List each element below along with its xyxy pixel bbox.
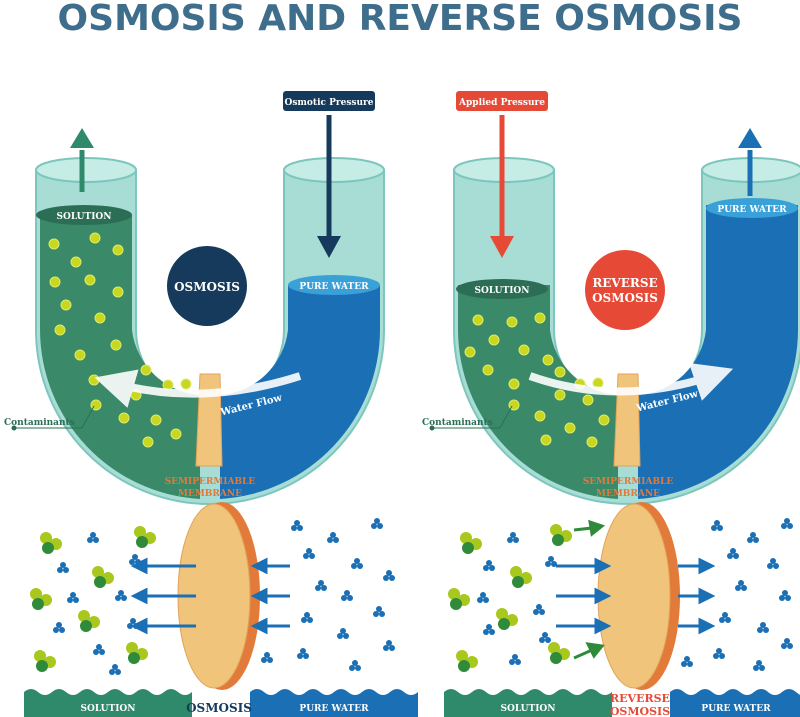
reverse-membrane-label-1: SEMIPERMIABLE <box>583 477 674 487</box>
osmosis-u-tube: Water Flow SOLUTION PURE WATER OSMOSIS O… <box>4 91 385 505</box>
reverse-contaminant-clusters <box>448 524 572 672</box>
osmosis-bottom-center-label: OSMOSIS <box>186 701 252 715</box>
osmosis-bottom-strip: SOLUTION OSMOSIS PURE WATER <box>24 689 418 717</box>
osmosis-pure-surface <box>288 275 380 295</box>
reverse-membrane <box>613 373 641 467</box>
osmosis-pure-water-label: PURE WATER <box>299 282 369 292</box>
osmosis-bottom-pure-wave <box>250 689 418 717</box>
osmosis-contaminant-clusters <box>30 526 156 672</box>
reverse-bottom-center-label-1: REVERSE <box>610 692 670 705</box>
applied-pressure-label: Applied Pressure <box>458 98 545 108</box>
reverse-bottom-center-label-2: OSMOSIS <box>610 705 670 717</box>
osmosis-solution-surface <box>36 205 132 225</box>
osmosis-water-molecules <box>53 518 395 675</box>
osmosis-membrane-label-1: SEMIPERMIABLE <box>165 477 256 487</box>
osmosis-water-flow-arrow <box>94 369 302 408</box>
reverse-contaminants-label: Contaminants <box>422 418 493 428</box>
osmosis-solution-label: SOLUTION <box>57 212 112 222</box>
osmosis-bottom-solution-wave <box>24 689 192 717</box>
reverse-bounce-arrows <box>573 519 606 660</box>
applied-pressure-arrow <box>490 115 514 258</box>
reverse-bottom-strip: SOLUTION REVERSE OSMOSIS PURE WATER <box>444 689 800 717</box>
osmotic-pressure-tag: Osmotic Pressure <box>283 91 375 111</box>
osmotic-pressure-label: Osmotic Pressure <box>284 98 373 108</box>
osmosis-right-rim <box>283 157 385 183</box>
reverse-center-label-1: REVERSE <box>592 276 657 290</box>
reverse-membrane-label-2: MEMBRANE <box>596 489 660 499</box>
reverse-center-circle <box>585 250 665 330</box>
applied-pressure-tag: Applied Pressure <box>456 91 548 111</box>
osmosis-center-label: OSMOSIS <box>174 280 240 294</box>
osmotic-pressure-arrow <box>317 115 341 258</box>
osmosis-left-rim <box>35 157 137 183</box>
reverse-bottom-pure-label: PURE WATER <box>701 704 771 714</box>
reverse-pure-water-fluid <box>638 205 798 499</box>
reverse-pure-surface <box>706 198 798 218</box>
reverse-water-molecules <box>477 518 793 671</box>
osmosis-contaminants-label: Contaminants <box>4 418 75 428</box>
osmosis-pure-water-fluid <box>220 285 380 499</box>
reverse-contaminants-pointer <box>429 405 513 431</box>
reverse-flow-arrows <box>556 557 716 635</box>
osmosis-membrane <box>195 373 223 467</box>
reverse-bottom-solution-wave <box>444 689 612 717</box>
osmosis-bottom-solution-label: SOLUTION <box>81 704 136 714</box>
page-title: OSMOSIS AND REVERSE OSMOSIS <box>58 0 743 39</box>
osmosis-solution-fluid <box>40 215 200 499</box>
osmosis-membrane-label-2: MEMBRANE <box>178 489 242 499</box>
osmosis-molecular-view <box>30 502 395 690</box>
reverse-pure-water-label: PURE WATER <box>717 205 787 215</box>
osmosis-bottom-pure-label: PURE WATER <box>299 704 369 714</box>
osmosis-contaminants-pointer <box>11 405 95 431</box>
reverse-osmosis-u-tube: Water Flow SOLUTION PURE WATER REVERSE O… <box>422 91 800 505</box>
reverse-water-flow-arrow <box>528 362 734 401</box>
reverse-solution-label: SOLUTION <box>475 286 530 296</box>
osmosis-flow-arrows <box>130 557 290 635</box>
reverse-bottom-pure-wave <box>670 689 800 717</box>
osmosis-center-circle <box>167 246 247 326</box>
reverse-bottom-solution-label: SOLUTION <box>501 704 556 714</box>
reverse-up-arrow <box>738 128 762 196</box>
reverse-center-label-2: OSMOSIS <box>592 291 658 305</box>
osmosis-up-arrow <box>70 128 94 192</box>
reverse-molecular-view <box>448 502 793 690</box>
reverse-contaminants <box>464 312 610 448</box>
reverse-solution-surface <box>456 279 548 299</box>
osmosis-contaminants <box>48 232 192 448</box>
